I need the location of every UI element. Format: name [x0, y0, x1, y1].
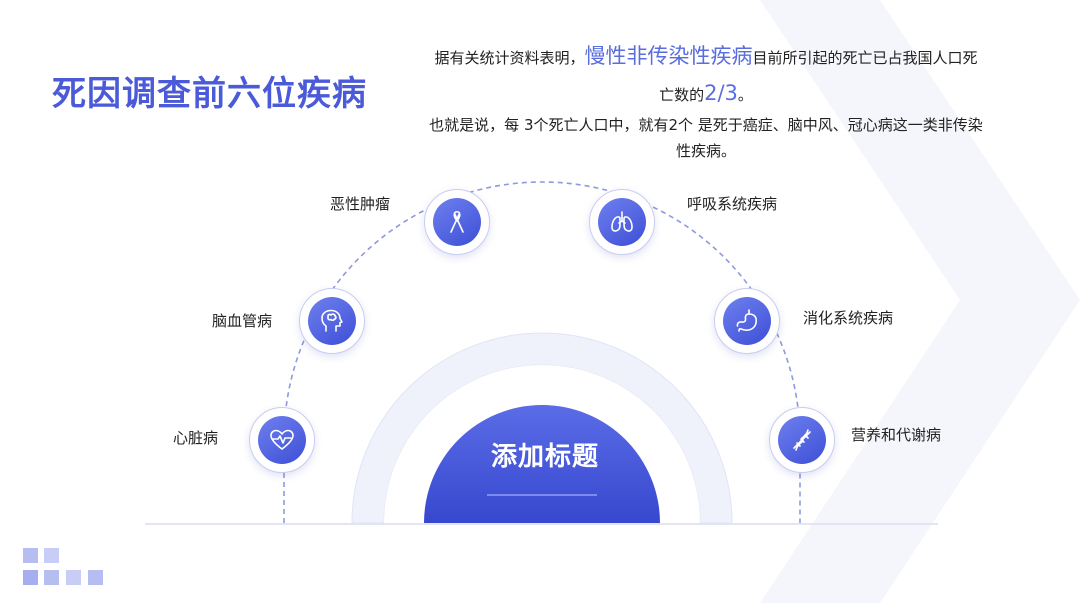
node-malignant-tumor[interactable] — [424, 189, 490, 255]
brain-head-icon — [321, 309, 343, 332]
desc-highlight-ratio: 2/3 — [704, 80, 738, 105]
node-inner — [598, 198, 646, 246]
deco-square — [44, 570, 59, 585]
node-label-cerebrovascular: 脑血管病 — [212, 312, 273, 330]
description-line-2: 亡数的2/3。 — [408, 75, 1004, 112]
description-line-3: 也就是说，每 3个死亡人口中，就有2个 是死于癌症、脑中风、冠心病这一类非传染 — [429, 115, 983, 134]
description-line-4: 性疾病。 — [675, 141, 736, 160]
heart-icon — [270, 429, 294, 450]
node-respiratory[interactable] — [589, 189, 655, 255]
node-inner — [723, 297, 771, 345]
description-line-1: 据有关统计资料表明，慢性非传染性疾病目前所引起的死亡已占我国人口死 — [408, 38, 1004, 75]
node-label-respiratory: 呼吸系统疾病 — [687, 195, 778, 213]
desc-highlight-disease: 慢性非传染性疾病 — [584, 44, 753, 68]
deco-square — [23, 570, 38, 585]
desc-text: 目前所引起的死亡已占我国人口死 — [752, 49, 978, 67]
desc-text: 。 — [737, 85, 753, 104]
description-block: 据有关统计资料表明，慢性非传染性疾病目前所引起的死亡已占我国人口死 亡数的2/3… — [408, 38, 1004, 164]
dna-icon — [793, 429, 811, 451]
node-digestive[interactable] — [714, 288, 780, 354]
deco-square — [88, 570, 103, 585]
node-inner — [433, 198, 481, 246]
deco-square — [23, 548, 38, 563]
stomach-icon — [736, 309, 758, 332]
center-title: 添加标题 — [490, 442, 599, 472]
node-label-heart-disease: 心脏病 — [173, 429, 219, 447]
deco-square — [66, 570, 81, 585]
ribbon-icon — [450, 210, 464, 233]
node-heart-disease[interactable] — [249, 407, 315, 473]
node-inner — [308, 297, 356, 345]
node-inner — [258, 416, 306, 464]
node-inner — [778, 416, 826, 464]
node-cerebrovascular[interactable] — [299, 288, 365, 354]
node-label-metabolic: 营养和代谢病 — [851, 426, 942, 444]
center-half-circle — [424, 405, 660, 523]
node-metabolic[interactable] — [769, 407, 835, 473]
lungs-icon — [611, 211, 633, 232]
ground-line — [145, 523, 938, 525]
desc-text: 亡数的 — [659, 85, 705, 104]
node-label-malignant-tumor: 恶性肿瘤 — [330, 195, 391, 213]
page-title: 死因调查前六位疾病 — [52, 74, 367, 114]
node-label-digestive: 消化系统疾病 — [803, 309, 894, 327]
desc-text: 据有关统计资料表明， — [434, 49, 585, 67]
deco-square — [44, 548, 59, 563]
